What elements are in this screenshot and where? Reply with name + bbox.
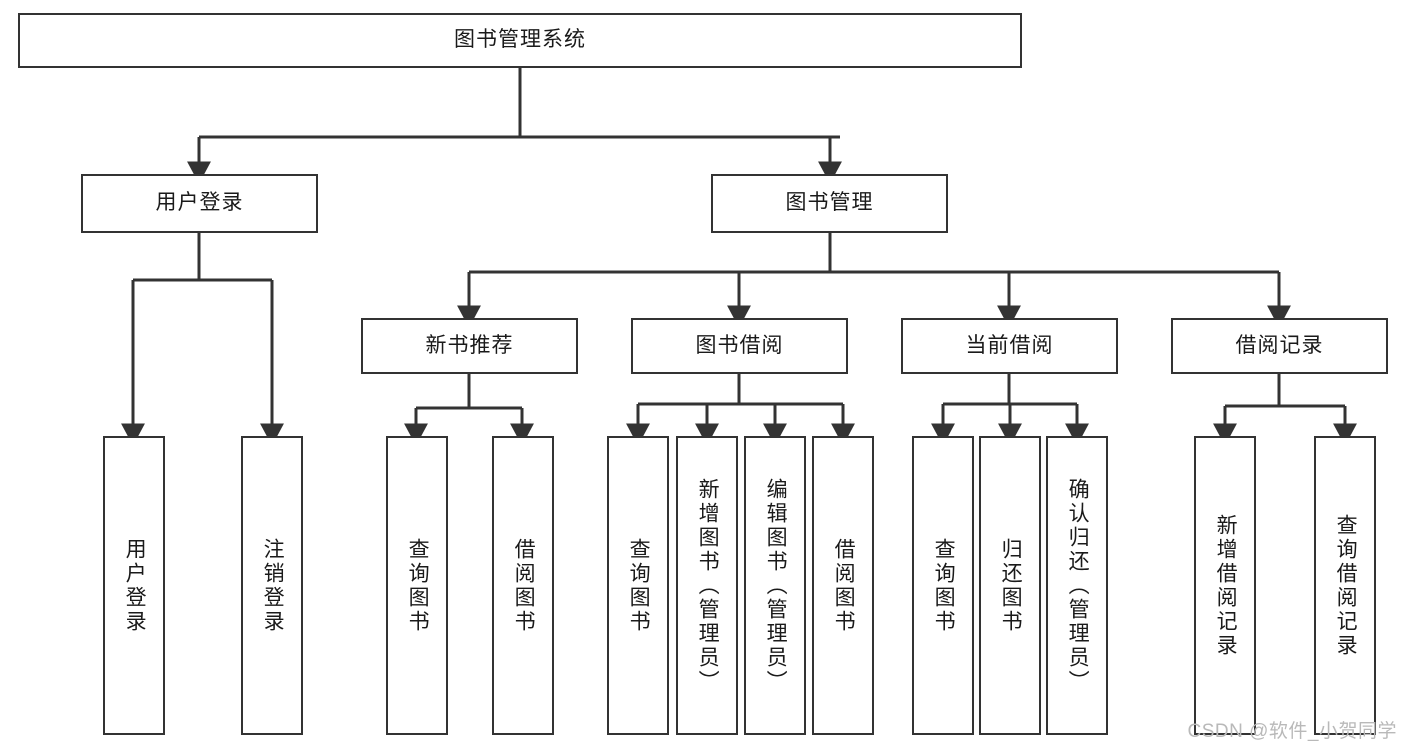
- node-leaf-user-login[interactable]: 用户登录: [103, 436, 165, 735]
- node-leaf-query-borrow-record-label: 查询借阅记录: [1334, 513, 1358, 658]
- node-leaf-query-book-1[interactable]: 查询图书: [386, 436, 448, 735]
- node-leaf-query-book-3-label: 查询图书: [932, 537, 956, 634]
- node-root-label: 图书管理系统: [454, 28, 586, 52]
- node-leaf-edit-book[interactable]: 编辑图书（管理员）: [744, 436, 806, 735]
- node-leaf-borrow-book-2-label: 借阅图书: [832, 537, 856, 634]
- node-leaf-confirm-return[interactable]: 确认归还（管理员）: [1046, 436, 1108, 735]
- node-leaf-user-login-label: 用户登录: [123, 537, 147, 634]
- node-leaf-borrow-book-1-label: 借阅图书: [512, 537, 536, 634]
- node-root[interactable]: 图书管理系统: [18, 13, 1022, 68]
- node-new-book-recommend[interactable]: 新书推荐: [361, 318, 578, 374]
- node-leaf-borrow-book-1[interactable]: 借阅图书: [492, 436, 554, 735]
- node-leaf-add-book[interactable]: 新增图书（管理员）: [676, 436, 738, 735]
- node-current-borrow[interactable]: 当前借阅: [901, 318, 1118, 374]
- node-leaf-query-borrow-record[interactable]: 查询借阅记录: [1314, 436, 1376, 735]
- node-leaf-borrow-book-2[interactable]: 借阅图书: [812, 436, 874, 735]
- node-leaf-query-book-2-label: 查询图书: [627, 537, 651, 634]
- node-leaf-add-borrow-record[interactable]: 新增借阅记录: [1194, 436, 1256, 735]
- node-leaf-query-book-3[interactable]: 查询图书: [912, 436, 974, 735]
- node-leaf-logout-login[interactable]: 注销登录: [241, 436, 303, 735]
- node-user-login-label: 用户登录: [155, 191, 244, 215]
- node-book-borrow-label: 图书借阅: [695, 333, 784, 357]
- node-leaf-add-book-label: 新增图书（管理员）: [696, 477, 720, 694]
- node-borrow-record-label: 借阅记录: [1235, 333, 1324, 357]
- node-current-borrow-label: 当前借阅: [965, 333, 1054, 357]
- node-borrow-record[interactable]: 借阅记录: [1171, 318, 1388, 374]
- node-leaf-query-book-1-label: 查询图书: [406, 537, 430, 634]
- csdn-watermark: CSDN @软件_小贺同学: [1187, 721, 1397, 742]
- node-leaf-add-borrow-record-label: 新增借阅记录: [1214, 513, 1238, 658]
- node-leaf-logout-login-label: 注销登录: [261, 537, 285, 634]
- node-leaf-query-book-2[interactable]: 查询图书: [607, 436, 669, 735]
- node-new-book-recommend-label: 新书推荐: [425, 333, 514, 357]
- node-book-borrow[interactable]: 图书借阅: [631, 318, 848, 374]
- node-book-management-label: 图书管理: [785, 191, 874, 215]
- node-leaf-return-book-label: 归还图书: [999, 537, 1023, 634]
- node-leaf-edit-book-label: 编辑图书（管理员）: [764, 477, 788, 694]
- node-leaf-confirm-return-label: 确认归还（管理员）: [1066, 477, 1090, 694]
- node-user-login[interactable]: 用户登录: [81, 174, 318, 233]
- node-book-management[interactable]: 图书管理: [711, 174, 948, 233]
- node-leaf-return-book[interactable]: 归还图书: [979, 436, 1041, 735]
